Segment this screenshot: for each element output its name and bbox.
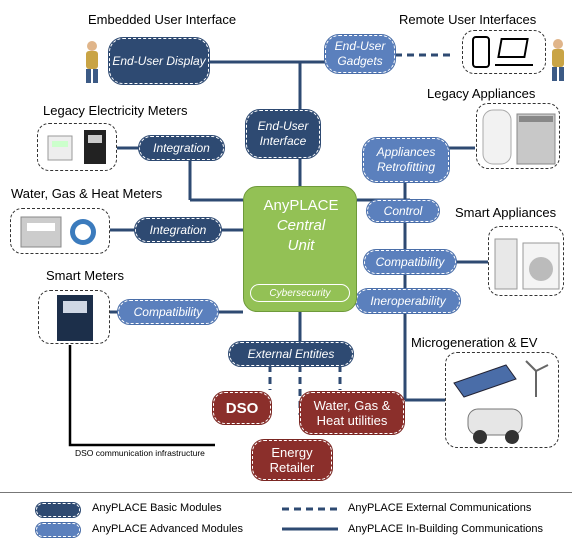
- link-dso-infra: [68, 345, 215, 447]
- legend-inbuilding-label: AnyPLACE In-Building Communications: [348, 523, 544, 535]
- label-legacy-meters: Legacy Electricity Meters: [43, 103, 188, 118]
- entity-energy-retailer[interactable]: Energy Retailer: [251, 439, 333, 481]
- module-appliances-retrofitting[interactable]: Appliances Retrofitting: [362, 137, 450, 183]
- legend-line-swatches: [282, 507, 338, 531]
- central-unit-line2: Central: [276, 217, 326, 234]
- legend: AnyPLACE Basic Modules AnyPLACE Advanced…: [0, 492, 572, 541]
- boiler-dishwasher-icon: [482, 109, 556, 165]
- label-microgeneration: Microgeneration & EV: [411, 335, 538, 350]
- legend-advanced-label: AnyPLACE Advanced Modules: [92, 523, 244, 535]
- person-icon: [552, 39, 564, 81]
- phone-laptop-icon: [472, 36, 533, 68]
- solar-wind-ev-icon: [453, 360, 549, 444]
- microgeneration-box: [445, 352, 559, 448]
- module-end-user-display[interactable]: End-User Display: [108, 37, 210, 85]
- module-control[interactable]: Control: [366, 199, 440, 223]
- module-integration-2[interactable]: Integration: [134, 217, 222, 243]
- module-compatibility-1[interactable]: Compatibility: [117, 299, 219, 325]
- legend-basic-swatch: [35, 502, 81, 518]
- label-embedded-ui: Embedded User Interface: [88, 12, 237, 27]
- legend-basic-label: AnyPLACE Basic Modules: [92, 502, 222, 514]
- central-unit-title: AnyPLACE: [263, 197, 339, 214]
- legend-advanced-swatch: [35, 522, 81, 538]
- legend-external-label: AnyPLACE External Communications: [348, 502, 532, 514]
- legacy-appliances-box: [476, 103, 560, 169]
- gas-water-meter-icon: [20, 216, 96, 248]
- module-external-entities[interactable]: External Entities: [228, 341, 354, 367]
- central-unit-line3: Unit: [287, 237, 315, 254]
- electricity-meter-icon: [47, 130, 106, 164]
- legacy-meters-box: [37, 123, 117, 171]
- module-end-user-gadgets[interactable]: End-User Gadgets: [324, 34, 396, 74]
- label-smart-meters: Smart Meters: [46, 268, 125, 283]
- remote-devices-box: [462, 30, 546, 74]
- label-remote-ui: Remote User Interfaces: [399, 12, 537, 27]
- label-dso-infra: DSO communication infrastructure: [75, 448, 205, 458]
- module-end-user-interface[interactable]: End-User Interface: [245, 109, 321, 159]
- smart-meter-icon: [57, 295, 93, 341]
- label-smart-appliances: Smart Appliances: [455, 205, 557, 220]
- smart-appliances-box: [488, 226, 564, 296]
- label-water-gas-heat-meters: Water, Gas & Heat Meters: [11, 186, 163, 201]
- module-integration-1[interactable]: Integration: [138, 135, 225, 161]
- cybersecurity-module[interactable]: Cybersecurity: [250, 284, 350, 302]
- central-unit[interactable]: AnyPLACE Central Unit Cybersecurity: [243, 186, 357, 312]
- person-icon: [86, 41, 98, 83]
- module-compatibility-2[interactable]: Compatibility: [363, 249, 457, 275]
- washing-machine-icon: [494, 238, 560, 290]
- entity-dso[interactable]: DSO: [212, 391, 272, 425]
- entity-utilities[interactable]: Water, Gas & Heat utilities: [299, 391, 405, 435]
- module-interoperability[interactable]: Ineroperability: [355, 288, 461, 314]
- smart-meters-box: [38, 290, 110, 344]
- water-gas-heat-meters-box: [10, 208, 110, 254]
- label-legacy-appliances: Legacy Appliances: [427, 86, 536, 101]
